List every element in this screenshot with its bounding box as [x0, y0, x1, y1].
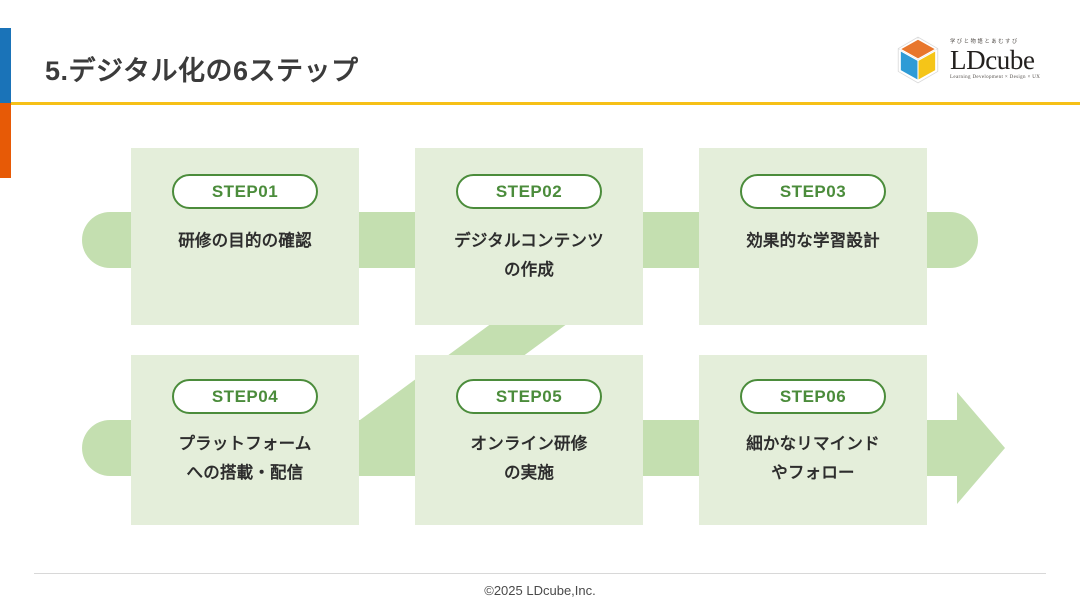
step-card-line: 研修の目的の確認 — [178, 232, 312, 250]
step-card-line: への搭載・配信 — [186, 463, 304, 482]
accent-bar-orange — [0, 103, 11, 178]
step-card-line: プラットフォーム — [178, 435, 312, 453]
page-title: 5.デジタル化の6ステップ — [45, 56, 359, 86]
step-badge-1: STEP01 — [172, 174, 318, 209]
step-card-text-2: デジタルコンテンツ の作成 — [415, 227, 643, 285]
cube-icon — [897, 36, 939, 84]
step-badge-6: STEP06 — [740, 379, 886, 414]
logo-text-block: 学びと物語とあむすび LDcube Learning Development ×… — [950, 39, 1041, 80]
step-card-text-3: 効果的な学習設計 — [699, 227, 927, 256]
step-card-3[interactable]: STEP03 効果的な学習設計 — [699, 148, 927, 325]
logo-subtitle: Learning Development × Design × UX — [950, 74, 1041, 80]
footer-copyright: ©2025 LDcube,Inc. — [484, 583, 596, 598]
step-card-text-6: 細かなリマインド やフォロー — [699, 430, 927, 488]
step-card-1[interactable]: STEP01 研修の目的の確認 — [131, 148, 359, 325]
step-card-line: デジタルコンテンツ — [454, 232, 604, 250]
step-card-4[interactable]: STEP04 プラットフォーム への搭載・配信 — [131, 355, 359, 525]
step-card-text-4: プラットフォーム への搭載・配信 — [131, 430, 359, 488]
header-divider-rule — [11, 102, 1080, 105]
step-card-5[interactable]: STEP05 オンライン研修 の実施 — [415, 355, 643, 525]
footer-divider-rule — [34, 573, 1046, 574]
ldcube-logo: 学びと物語とあむすび LDcube Learning Development ×… — [892, 30, 1040, 90]
step-card-line: オンライン研修 — [470, 435, 588, 453]
step-card-6[interactable]: STEP06 細かなリマインド やフォロー — [699, 355, 927, 525]
logo-tagline: 学びと物語とあむすび — [950, 39, 1019, 46]
step-card-line: やフォロー — [771, 463, 855, 482]
step-card-line: の作成 — [503, 260, 555, 279]
step-card-text-1: 研修の目的の確認 — [131, 227, 359, 256]
accent-bar-blue — [0, 28, 11, 103]
step-badge-2: STEP02 — [456, 174, 602, 209]
step-card-2[interactable]: STEP02 デジタルコンテンツ の作成 — [415, 148, 643, 325]
step-badge-5: STEP05 — [456, 379, 602, 414]
step-card-line: の実施 — [503, 463, 555, 482]
step-card-text-5: オンライン研修 の実施 — [415, 430, 643, 488]
step-badge-3: STEP03 — [740, 174, 886, 209]
step-card-line: 細かなリマインド — [746, 435, 880, 453]
logo-wordmark: LDcube — [950, 44, 1035, 75]
step-badge-4: STEP04 — [172, 379, 318, 414]
step-card-line: 効果的な学習設計 — [746, 232, 880, 250]
